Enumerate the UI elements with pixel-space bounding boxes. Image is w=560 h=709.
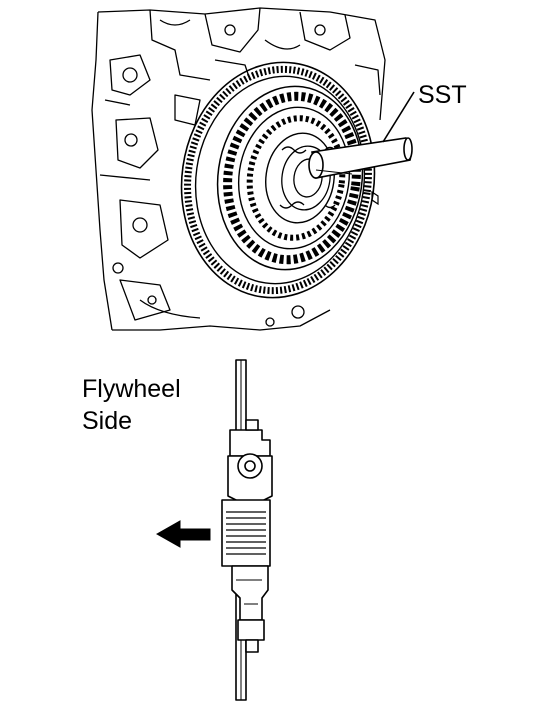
flywheel-side-label-line1: Flywheel <box>82 375 181 403</box>
clutch-cover <box>216 85 364 271</box>
flywheel-side-label-line2: Side <box>82 407 133 435</box>
left-arrow-icon <box>155 520 211 548</box>
sst-alignment-tool <box>308 137 413 206</box>
sst-label: SST <box>418 81 467 109</box>
sst-leader-line <box>382 91 415 143</box>
spline-hatching <box>226 511 266 605</box>
